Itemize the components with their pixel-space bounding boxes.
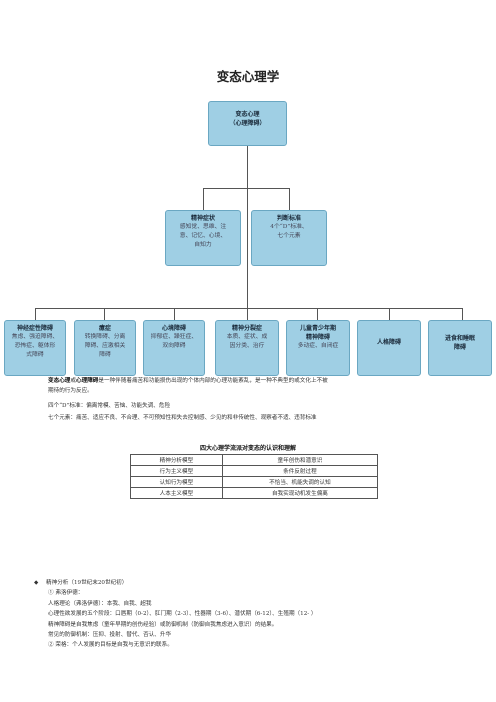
connector-mid-right [289,188,290,210]
mid-node-criteria: 判断标准 4个“D”标准、 七个元素 [251,210,327,266]
list-item: ◆ 精神分析（19世纪末20世纪初） [34,578,317,588]
bottom-node-title: 进食和睡眠 [444,335,475,342]
root-node: 变态心理 （心理障碍） [208,101,287,146]
list-item: 人格理论（弗洛伊德）：本我、自我、超我 [48,600,152,607]
table-cell: 精神分析模型 [130,454,223,466]
list-item-text: 精神分析（19世纪末20世纪初） [46,580,128,586]
bottom-node-desc-line: 恐怖症、躯体形 [14,343,56,349]
page-title: 变态心理学 [216,69,280,84]
bottom-node-title: 精神分裂症 [231,325,262,332]
bottom-node-personality: 人格障碍 [357,320,421,376]
mid-node-title: 判断标准 [276,215,301,222]
bottom-node-desc-line: 因分类、治疗 [229,343,265,349]
list-item: 精神障碍是自我焦虑（童年早期的创伤经验）或防御机制（防御自我焦虑进入意识）的结果… [48,621,278,628]
connector-b4 [247,308,248,320]
definition-line-4: 七个元素：痛苦、适应不良、不合理、不可预知性和失去控制感、少见的和非传统性、观察… [48,415,317,421]
bottom-node-title: 心境障碍 [161,325,186,332]
definition-text-1: 是一种伴随着痛苦和功能损伤出现的个体内部的心理功能紊乱，是一种不典型的或文化上不… [98,378,328,384]
bottom-node-title-2: 障碍 [453,344,466,351]
definition-line-3: 四个“D”标准：偏离常模、苦恼、功能失调、危险 [48,403,171,409]
bottom-node-desc-line: 障碍 [99,352,111,358]
bottom-node-desc-line: 本质、症状、成 [226,334,268,340]
bottom-node-title-2: 精神障碍 [305,334,330,341]
definition-or: 或 [70,378,76,384]
table-row: 精神分析模型童年创伤和潜意识 [130,454,379,466]
connector-b5 [317,308,318,320]
list-item: 常见的防御机制：压抑、投射、替代、否认、升华 [48,632,172,639]
connector-b1 [35,308,36,320]
connector-b6 [389,308,390,320]
connector-b2 [104,308,105,320]
table-row: 行为主义模型条件反射过程 [130,465,379,477]
connector-b7 [462,308,463,320]
table-cell: 认知行为模型 [130,476,223,488]
root-title: 变态心理 [235,111,260,118]
connector-bottom-bar [35,308,462,309]
table-cell: 人本主义模型 [130,487,223,499]
list-item: 心理性欲发展的五个阶段：口唇期（0-2）、肛门期（2-3）、性器期（3-6）、潜… [48,611,317,618]
table-row: 人本主义模型自我实现动机发生偏离 [130,487,379,499]
schools-table: 精神分析模型童年创伤和潜意识 行为主义模型条件反射过程 认知行为模型不恰当、机能… [130,454,379,499]
bottom-node-title: 人格障碍 [376,339,401,346]
bottom-node-schizophrenia: 精神分裂症 本质、症状、成 因分类、治疗 [215,320,279,376]
notes-list: ◆ 精神分析（19世纪末20世纪初） ① 弗洛伊德： 人格理论（弗洛伊德）：本我、… [34,578,317,651]
bottom-node-desc-line: 焦虑、强迫障碍、 [11,334,59,340]
bottom-node-desc-line: 抑郁症、躁狂症、 [150,334,198,340]
bottom-node-desc-line: 障碍、应激相关 [84,343,126,349]
bottom-node-child: 儿童青少年期 精神障碍 多动症、自闭症 [286,320,350,376]
bottom-node-title: 儿童青少年期 [299,325,336,332]
table-cell: 不恰当、机能失调的认知 [221,476,379,488]
table-row: 认知行为模型不恰当、机能失调的认知 [130,476,379,488]
bottom-node-mood: 心境障碍 抑郁症、躁狂症、 双向障碍 [143,320,205,376]
bottom-node-neurotic: 神经症性障碍 焦虑、强迫障碍、 恐怖症、躯体形 式障碍 [4,320,66,376]
table-cell: 条件反射过程 [221,465,379,477]
bottom-node-hysteria: 癔症 转换障碍、分离 障碍、应激相关 障碍 [74,320,136,376]
connector-b3 [174,308,175,320]
bottom-node-desc-line: 转换障碍、分离 [84,334,126,340]
bottom-node-title: 神经症性障碍 [16,325,53,332]
bottom-node-desc-line: 式障碍 [26,352,44,358]
bottom-node-desc-line: 双向障碍 [162,343,186,349]
definition-term-b: 心理障碍 [76,378,99,384]
table-title: 四大心理学流派对变态的认识和理解 [199,445,296,452]
list-item: ② 荣格：个人发展的目标是自我与无意识的联系。 [48,642,173,649]
definition-line-2: 期待的行为反应。 [48,388,93,394]
mid-node-desc-line: 七个元素 [277,233,301,239]
bullet-icon: ◆ [34,580,39,586]
connector-trunk [247,188,248,308]
mid-node-desc-line: 自知力 [194,242,212,248]
root-subtitle: （心理障碍） [229,120,266,127]
table-cell: 童年创伤和潜意识 [221,454,379,466]
connector-root-down [247,146,248,188]
bottom-node-desc-line: 多动症、自闭症 [297,343,339,349]
list-item: ① 弗洛伊德： [48,590,84,597]
bottom-node-title: 癔症 [98,325,111,332]
mid-node-desc-line: 4个“D”标准、 [270,224,308,230]
mid-node-symptoms: 精神症状 感知觉、思维、注 意、记忆、心境、 自知力 [165,210,241,266]
bottom-node-eating-sleep: 进食和睡眠 障碍 [428,320,492,376]
connector-mid-left [203,188,204,210]
connector-mid-bar [203,188,290,189]
mid-node-desc-line: 感知觉、思维、注 [179,224,227,230]
table-cell: 自我实现动机发生偏离 [221,487,379,499]
definition-line-1: 变态心理或心理障碍是一种伴随着痛苦和功能损伤出现的个体内部的心理功能紊乱，是一种… [48,377,328,386]
mid-node-title: 精神症状 [190,215,215,222]
definition-term-a: 变态心理 [48,378,71,384]
mid-node-desc-line: 意、记忆、心境、 [179,233,227,239]
table-cell: 行为主义模型 [130,465,223,477]
